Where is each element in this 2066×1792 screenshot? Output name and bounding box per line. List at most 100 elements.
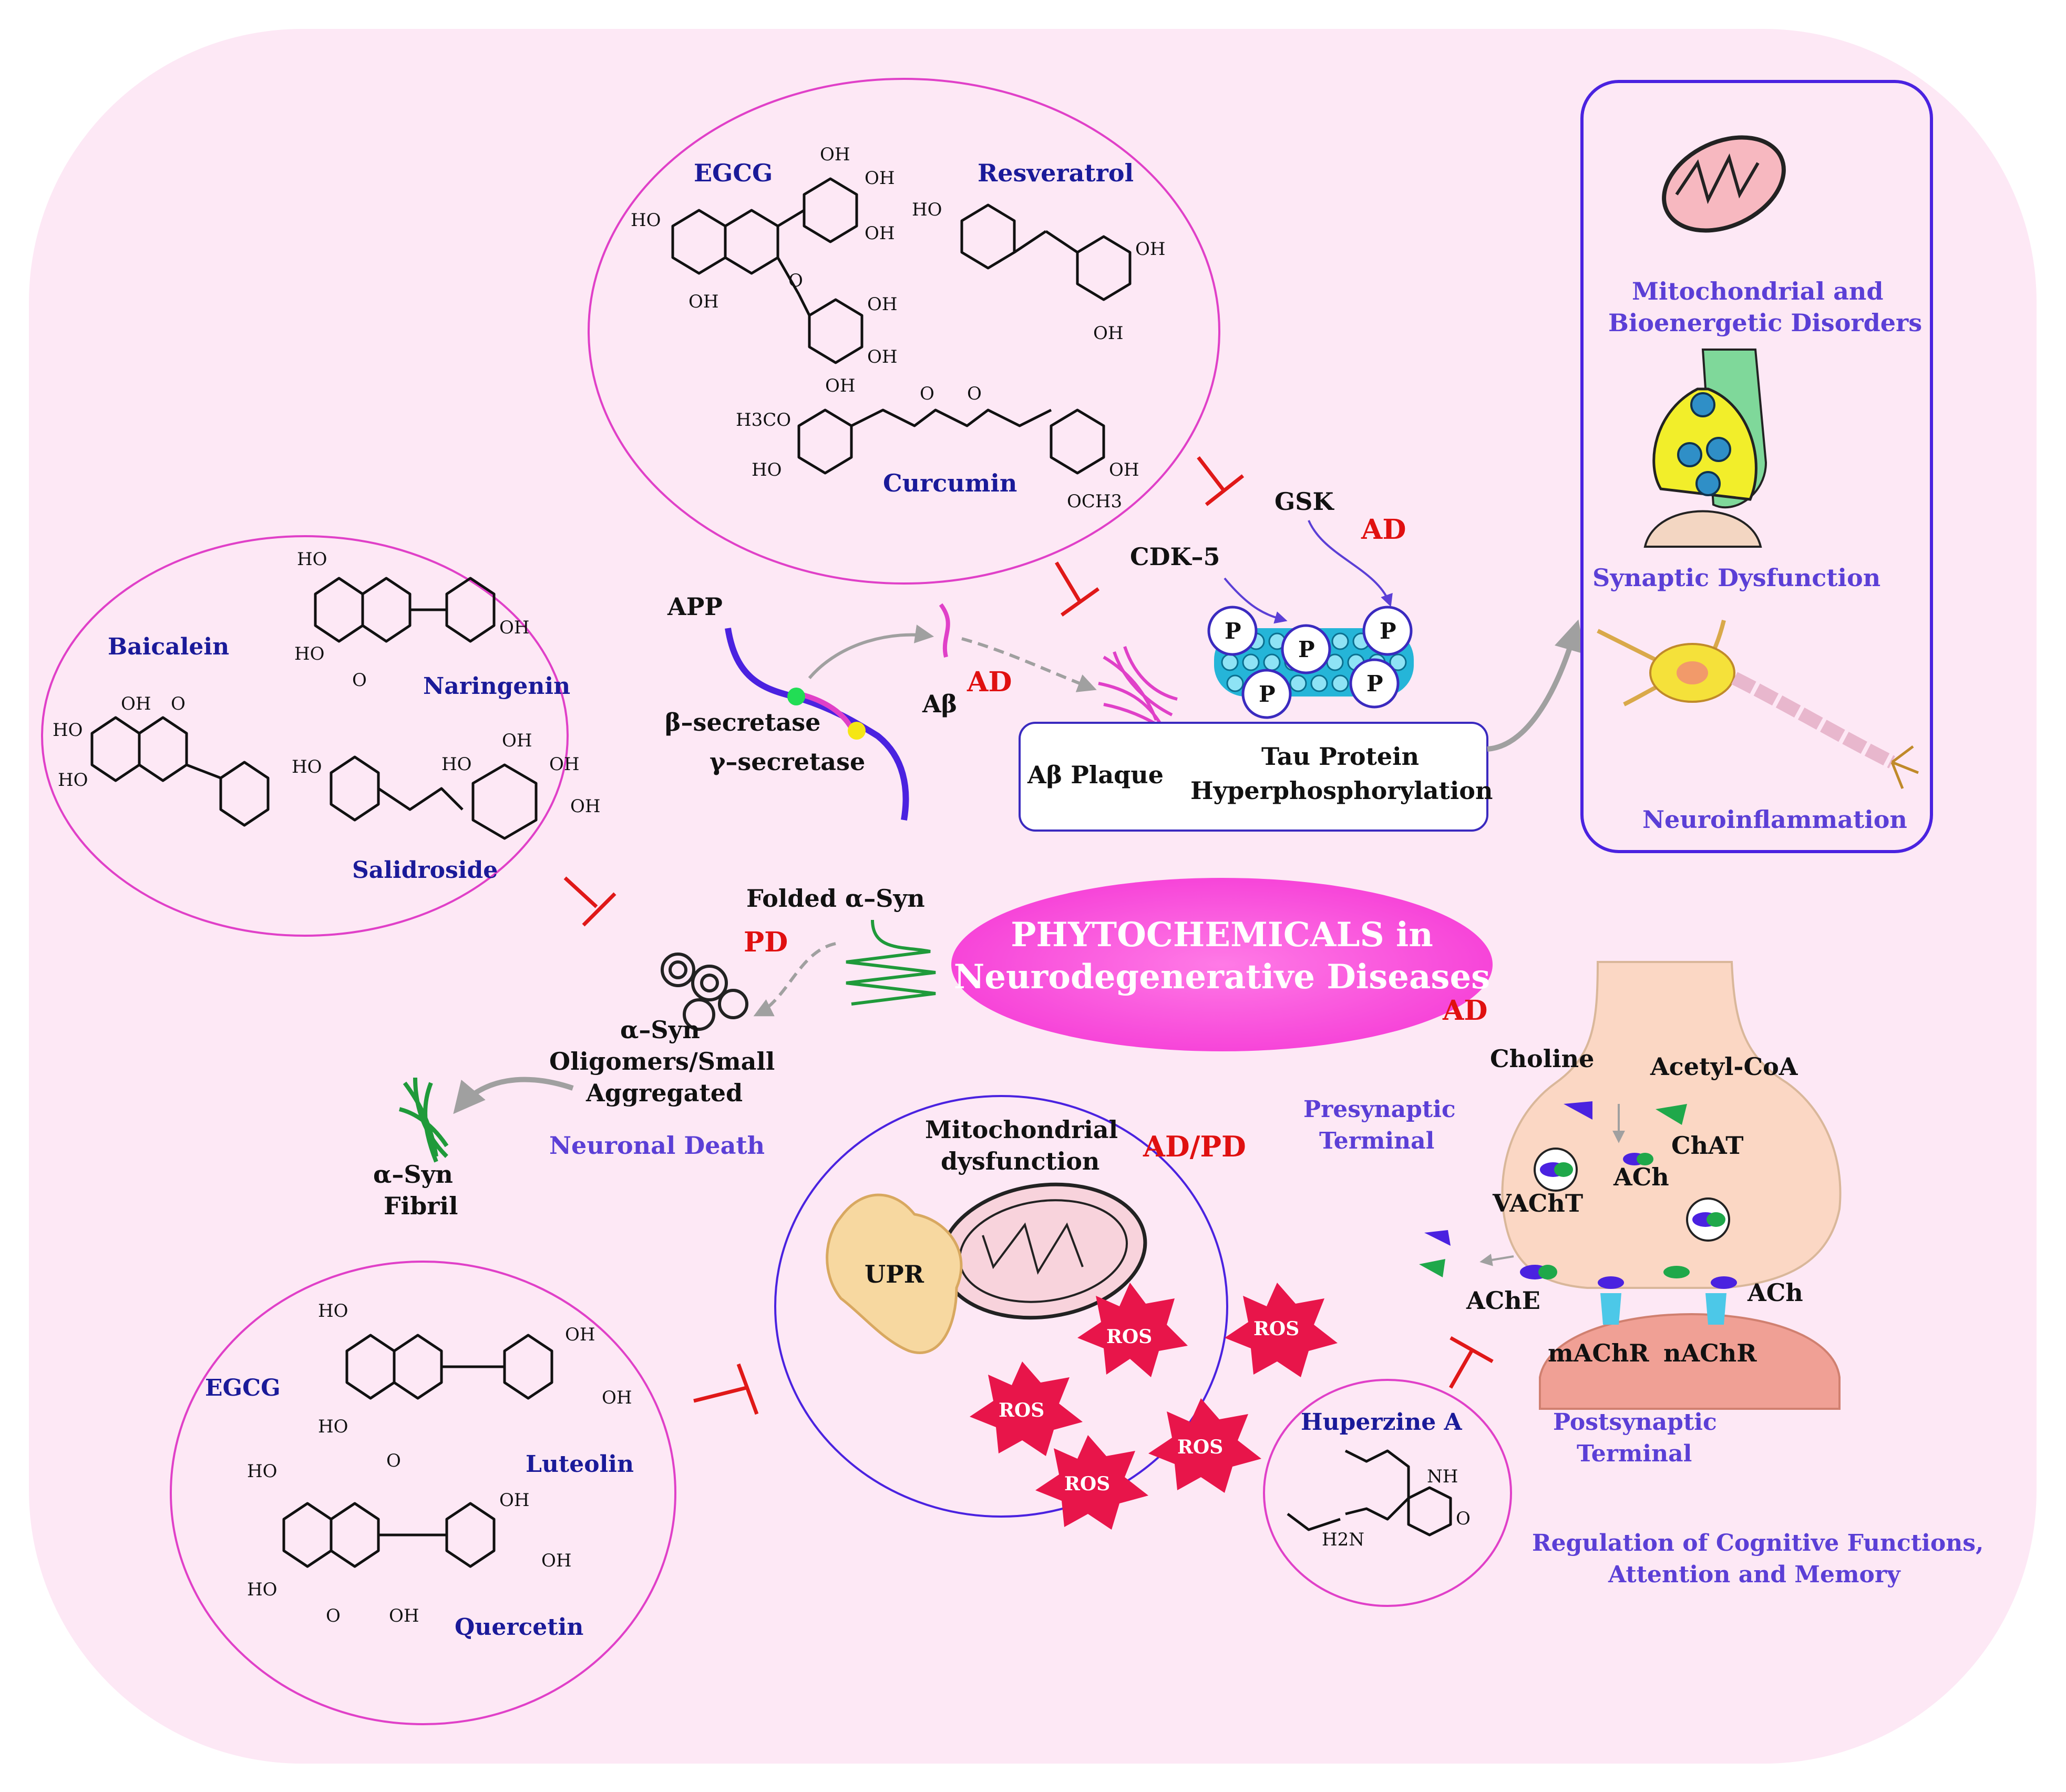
- ad-label-tau: AD: [1361, 514, 1406, 546]
- svg-text:O: O: [920, 383, 934, 404]
- huperzine-structure: NH O H2N: [1287, 1449, 1471, 1550]
- svg-text:HO: HO: [318, 1301, 348, 1322]
- app-to-abeta-arrow: [808, 624, 934, 679]
- neuronal-death-label: Neuronal Death: [549, 1131, 765, 1160]
- top-inhibit-1: [1197, 456, 1245, 506]
- abeta-to-plaque-arrow: [961, 637, 1097, 692]
- folded-to-oligomer-arrow: [753, 942, 836, 1017]
- mito-disorders-line1: Mitochondrial and: [1632, 277, 1884, 305]
- oligomer-line2: Oligomers/Small: [549, 1047, 775, 1076]
- receptors-glyph: [1600, 1293, 1726, 1325]
- presynaptic-line2: Terminal: [1319, 1128, 1434, 1154]
- choline-label: Choline: [1490, 1045, 1594, 1073]
- vacht-label: VAChT: [1492, 1189, 1583, 1217]
- svg-text:OH: OH: [1109, 459, 1139, 480]
- synapse-icon: [1643, 349, 1767, 548]
- abeta-fragment: [798, 691, 854, 730]
- salidroside-structure: HO HO OH OH OH: [292, 730, 601, 840]
- svg-text:OH: OH: [1093, 323, 1124, 344]
- resveratrol-structure: HO OH OH: [912, 199, 1166, 344]
- beta-secretase-site: [787, 688, 805, 705]
- synaptic-dysfunction-label: Synaptic Dysfunction: [1592, 564, 1880, 592]
- svg-text:OH: OH: [820, 144, 850, 165]
- mito-circle: [774, 1095, 1228, 1518]
- svg-text:OCH3: OCH3: [1067, 491, 1122, 512]
- folded-syn-label: Folded α–Syn: [746, 884, 925, 913]
- svg-text:OH: OH: [825, 375, 856, 396]
- gsk-label: GSK: [1274, 487, 1335, 516]
- curcumin-label: Curcumin: [883, 469, 1017, 497]
- left-compound-circle: [41, 535, 569, 937]
- svg-text:ROS: ROS: [1177, 1436, 1223, 1458]
- svg-text:HO: HO: [441, 754, 472, 775]
- fibril-line1: α–Syn: [373, 1160, 453, 1189]
- svg-text:O: O: [386, 1450, 401, 1471]
- mito-dysfunction-line2: dysfunction: [941, 1147, 1099, 1175]
- ache-label: AChE: [1466, 1286, 1540, 1315]
- acetylcoa-label: Acetyl-CoA: [1650, 1052, 1798, 1081]
- title-line1: PHYTOCHEMICALS in: [1011, 915, 1433, 955]
- huperzine-label: Huperzine A: [1301, 1409, 1463, 1436]
- mito-dysfunction-line1: Mitochondrial: [925, 1115, 1118, 1144]
- oligomer-line1: α–Syn: [620, 1016, 700, 1044]
- svg-text:OH: OH: [570, 796, 601, 817]
- tau-line1: Tau Protein: [1261, 742, 1419, 771]
- svg-text:HO: HO: [247, 1579, 277, 1600]
- naringenin-label: Naringenin: [423, 673, 570, 700]
- bottom-left-inhibit: [693, 1363, 759, 1415]
- svg-text:OH: OH: [121, 693, 151, 714]
- fibril-glyph: [398, 1077, 449, 1163]
- baicalein-structure: OH O HO HO: [53, 693, 270, 827]
- gamma-secretase-label: γ–secretase: [710, 747, 865, 776]
- svg-text:ROS: ROS: [1106, 1326, 1152, 1348]
- gamma-secretase-site: [848, 722, 866, 740]
- huperzine-inhibit: [1448, 1336, 1494, 1389]
- ach-to-ache-arrow: [1479, 1254, 1514, 1266]
- adpd-label: AD/PD: [1143, 1130, 1246, 1163]
- ros-bursts: ROS ROS ROS ROS ROS: [970, 1283, 1338, 1530]
- abeta-label: Aβ: [922, 690, 957, 718]
- svg-text:OH: OH: [549, 754, 580, 775]
- oligomer-to-fibril-arrow: [453, 1077, 574, 1114]
- svg-text:OH: OH: [1135, 239, 1166, 260]
- egcg-bottom-label: EGCG: [205, 1375, 281, 1401]
- svg-text:HO: HO: [752, 459, 782, 480]
- oligomer-glyph: [661, 953, 748, 1031]
- ach-label-pre: ACh: [1613, 1163, 1669, 1191]
- egcg-top-structure: HO OH OH OH OH O OH OH OH: [631, 144, 898, 396]
- svg-text:ROS: ROS: [1253, 1318, 1299, 1340]
- postsynaptic-line1: Postsynaptic: [1553, 1409, 1717, 1436]
- svg-text:HO: HO: [58, 770, 88, 791]
- curcumin-structure: O O H3CO HO OH OCH3: [736, 383, 1139, 512]
- tau-box: [1019, 722, 1488, 832]
- svg-text:HO: HO: [912, 199, 942, 220]
- svg-text:OH: OH: [541, 1550, 572, 1571]
- svg-text:OH: OH: [499, 617, 530, 638]
- ach-label-post: ACh: [1747, 1278, 1803, 1307]
- ad-label-cholinergic: AD: [1442, 995, 1487, 1027]
- svg-text:HO: HO: [53, 720, 83, 741]
- svg-text:OH: OH: [688, 291, 719, 312]
- title-ellipse: [951, 878, 1493, 1051]
- luteolin-structure: HO HO O OH OH: [318, 1301, 632, 1471]
- svg-text:OH: OH: [867, 294, 898, 315]
- svg-text:H3CO: H3CO: [736, 409, 791, 431]
- chat-label: ChAT: [1671, 1131, 1743, 1160]
- nachr-label: nAChR: [1663, 1339, 1757, 1367]
- abeta-plaque-label: Aβ Plaque: [1027, 761, 1164, 789]
- left-inhibit: [563, 876, 616, 927]
- svg-text:O: O: [326, 1605, 341, 1626]
- baicalein-label: Baicalein: [108, 633, 229, 660]
- svg-text:O: O: [1456, 1508, 1471, 1529]
- svg-text:OH: OH: [602, 1387, 632, 1408]
- svg-text:ROS: ROS: [999, 1399, 1044, 1421]
- neuroinflammation-label: Neuroinflammation: [1642, 805, 1907, 834]
- egcg-top-label: EGCG: [694, 159, 773, 187]
- tau-line2: Hyperphosphorylation: [1190, 776, 1493, 805]
- svg-text:O: O: [967, 383, 982, 404]
- ach-molecules: [1419, 1101, 1737, 1289]
- svg-text:P: P: [1259, 681, 1276, 707]
- svg-text:P: P: [1366, 671, 1383, 697]
- resveratrol-label: Resveratrol: [978, 159, 1134, 187]
- ad-label-abeta: AD: [967, 666, 1012, 698]
